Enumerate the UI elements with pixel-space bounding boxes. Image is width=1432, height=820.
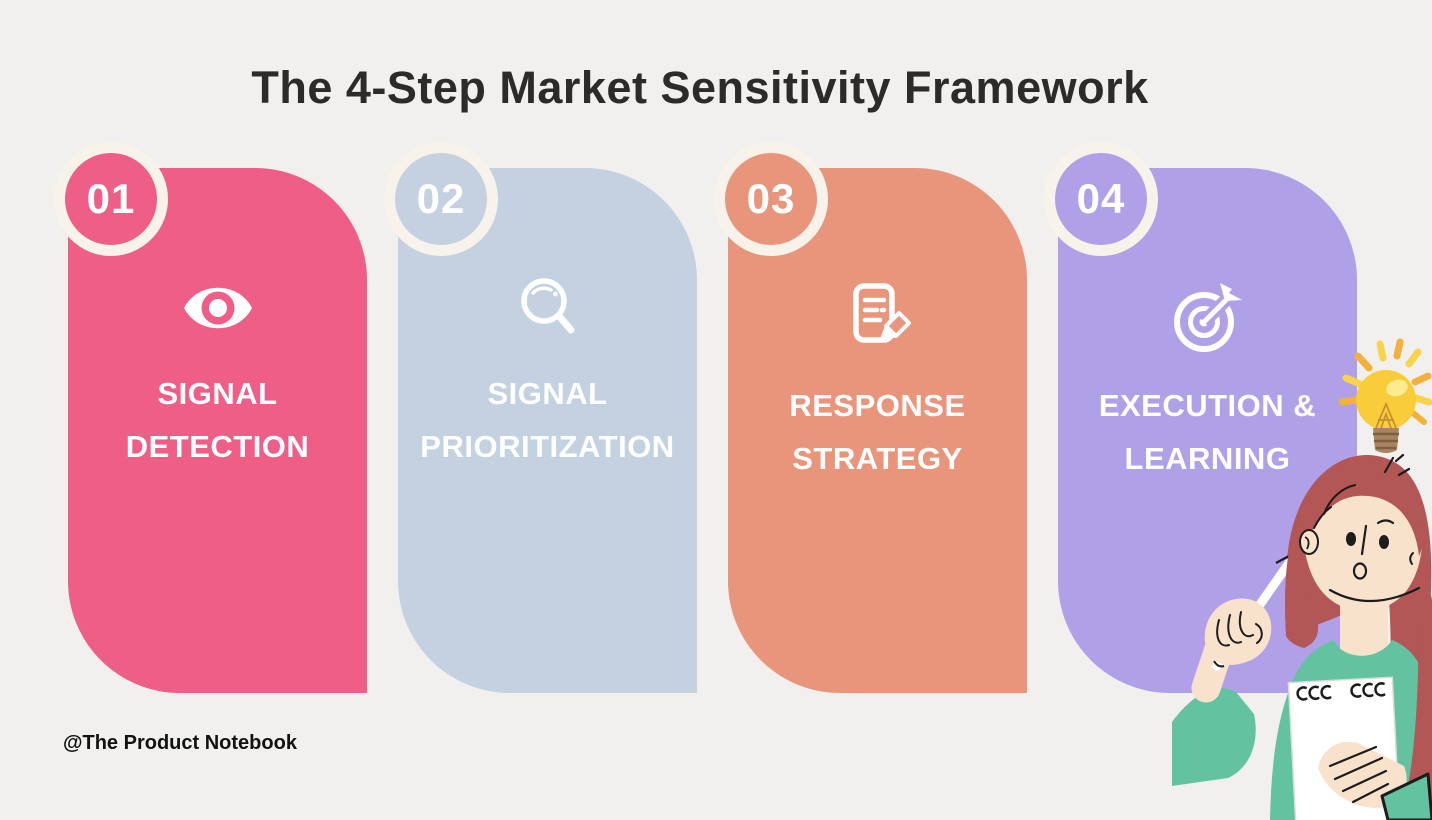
lightbulb-idea-illustration bbox=[1336, 338, 1432, 468]
step-label-line1: EXECUTION & bbox=[1098, 388, 1317, 423]
hand bbox=[1204, 598, 1272, 665]
step-label-line2: LEARNING bbox=[1124, 441, 1291, 476]
sleeve-cuff bbox=[1380, 772, 1432, 820]
step-label-line2: DETECTION bbox=[125, 429, 310, 464]
step-label: SIGNAL PRIORITIZATION bbox=[398, 367, 697, 473]
step-label: EXECUTION & LEARNING bbox=[1058, 379, 1357, 485]
step-card-response-strategy: 03 RESPONSE STRATEGY bbox=[714, 142, 1027, 693]
step-number: 04 bbox=[1076, 175, 1126, 222]
step-label-line1: SIGNAL bbox=[157, 376, 278, 411]
woman-with-pen-and-notepad-illustration bbox=[1172, 450, 1432, 820]
step-number-badge: 03 bbox=[714, 142, 828, 256]
step-number-badge: 04 bbox=[1044, 142, 1158, 256]
step-label: RESPONSE STRATEGY bbox=[728, 379, 1027, 485]
bangs bbox=[1298, 462, 1424, 556]
step-label-line2: STRATEGY bbox=[792, 441, 963, 476]
eye-icon bbox=[68, 268, 367, 348]
step-card-signal-prioritization: 02 SIGNAL PRIORITIZATION bbox=[384, 142, 697, 693]
sleeve bbox=[1172, 688, 1256, 786]
step-number: 03 bbox=[746, 175, 796, 222]
target-dart-icon bbox=[1058, 280, 1357, 360]
step-label-line1: SIGNAL bbox=[487, 376, 608, 411]
magnifying-glass-icon bbox=[398, 268, 697, 348]
step-number-badge: 01 bbox=[54, 142, 168, 256]
step-number: 02 bbox=[416, 175, 466, 222]
step-label-line2: PRIORITIZATION bbox=[420, 429, 675, 464]
step-number-badge: 02 bbox=[384, 142, 498, 256]
step-label-line1: RESPONSE bbox=[789, 388, 966, 423]
document-pencil-icon bbox=[728, 280, 1027, 360]
step-label: SIGNAL DETECTION bbox=[68, 367, 367, 473]
step-card-signal-detection: 01 SIGNAL DETECTION bbox=[54, 142, 367, 693]
watermark: @The Product Notebook bbox=[63, 732, 297, 754]
step-number: 01 bbox=[86, 175, 136, 222]
page-title: The 4-Step Market Sensitivity Framework bbox=[251, 62, 1149, 113]
